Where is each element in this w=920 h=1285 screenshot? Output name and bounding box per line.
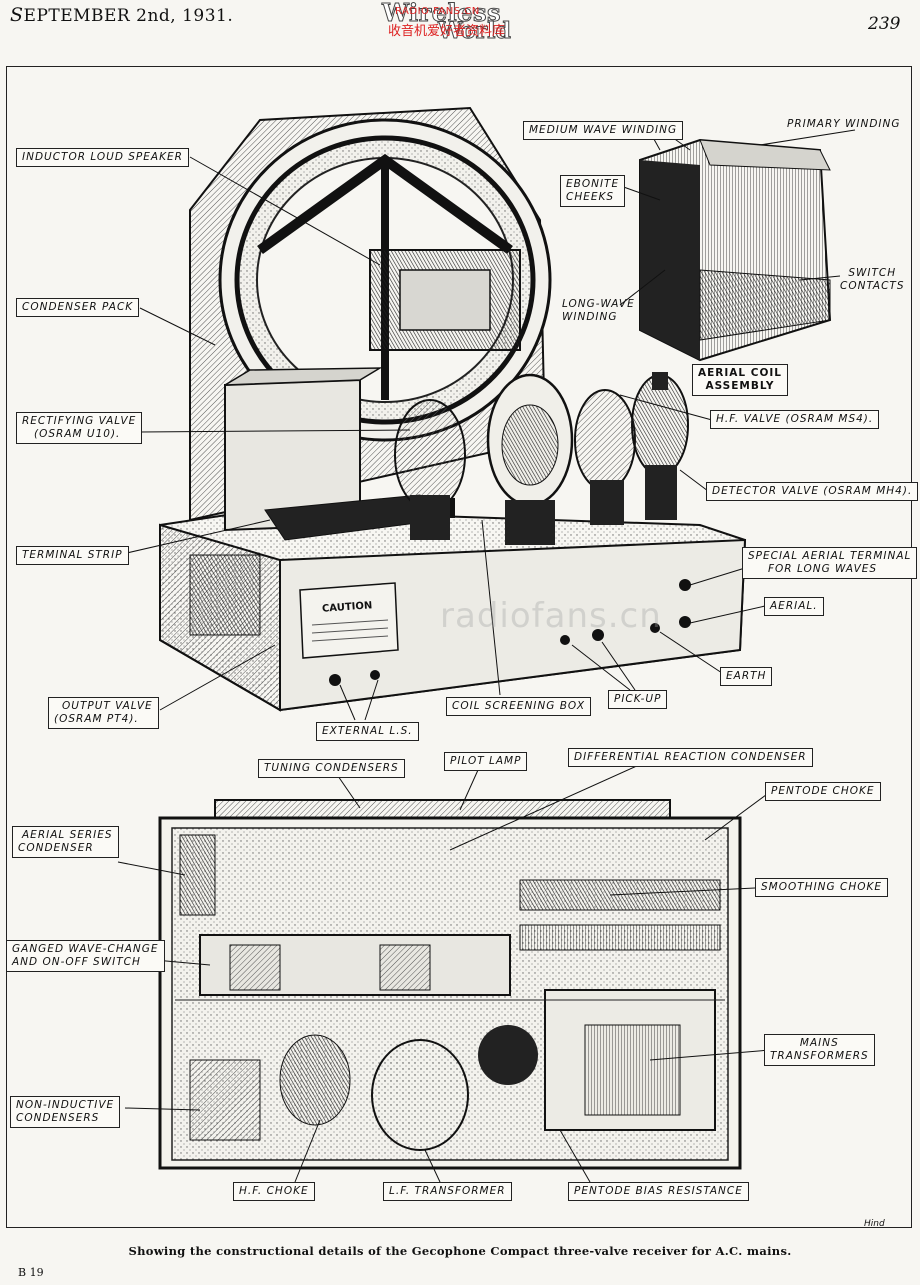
label-terminal-strip: TERMINAL STRIP (16, 546, 129, 565)
label-output-valve-line1: OUTPUT VALVE (62, 700, 153, 712)
leader-lines-top (117, 129, 856, 721)
label-earth: EARTH (720, 667, 773, 686)
caution-plate (299, 582, 399, 659)
label-ganged-switch: GANGED WAVE-CHANGE AND ON-OFF SWITCH (6, 940, 165, 972)
watermark-top: RADIO FANS.CN (395, 6, 480, 17)
label-rectifying-valve: RECTIFYING VALVE (OSRAM U10). (16, 412, 143, 444)
label-ebonite-line2: CHEEKS (566, 191, 615, 203)
label-switch-line2: CONTACTS (840, 280, 905, 292)
chassis-underside (158, 799, 742, 1170)
label-switch-line1: SWITCH (848, 267, 897, 279)
label-aerial-coil-assembly: AERIAL COIL ASSEMBLY (692, 364, 788, 396)
chassis-terminals (329, 579, 691, 686)
label-aerial-coil-line2: ASSEMBLY (705, 380, 775, 392)
label-special-aerial-line2: FOR LONG WAVES (768, 563, 878, 575)
label-special-aerial-terminal: SPECIAL AERIAL TERMINAL FOR LONG WAVES (742, 547, 918, 579)
watermark-top-cn: 收音机爱好者资料库 (388, 24, 506, 39)
page-number: 239 (868, 14, 901, 34)
label-special-aerial-line1: SPECIAL AERIAL TERMINAL (748, 550, 912, 562)
valves (394, 372, 689, 545)
footer-reference: B 19 (18, 1266, 44, 1279)
label-hf-valve: H.F. VALVE (OSRAM MS4). (710, 410, 880, 429)
label-pentode-choke: PENTODE CHOKE (765, 782, 881, 801)
label-aerial: AERIAL. (764, 597, 824, 616)
header-date: SEPTEMBER 2nd, 1931. (10, 4, 233, 26)
label-detector-valve: DETECTOR VALVE (OSRAM MH4). (706, 482, 919, 501)
label-tuning-condensers: TUNING CONDENSERS (258, 759, 405, 778)
label-smoothing-choke: SMOOTHING CHOKE (755, 878, 888, 897)
label-mains-transformers: MAINS TRANSFORMERS (764, 1034, 875, 1066)
figure-caption: Showing the constructional details of th… (128, 1244, 792, 1258)
label-long-wave-winding: LONG-WAVE WINDING (560, 298, 637, 324)
label-non-inductive-condensers: NON-INDUCTIVE CONDENSERS (10, 1096, 121, 1128)
illustration-frame (6, 66, 912, 1228)
label-ebonite-line1: EBONITE (566, 178, 620, 190)
label-ganged-line2: AND ON-OFF SWITCH (12, 956, 141, 968)
label-non-inductive-line1: NON-INDUCTIVE (16, 1099, 115, 1111)
label-pick-up: PICK-UP (608, 690, 668, 709)
label-output-valve-line2: (OSRAM PT4). (54, 713, 139, 725)
label-long-wave-line2: WINDING (562, 311, 618, 323)
label-hf-choke: H.F. CHOKE (233, 1182, 315, 1201)
label-lf-transformer: L.F. TRANSFORMER (383, 1182, 512, 1201)
label-coil-screening-box: COIL SCREENING BOX (446, 697, 592, 716)
leader-lines-bottom (117, 759, 771, 1183)
label-aerial-series-line1: AERIAL SERIES (22, 829, 113, 841)
label-long-wave-line1: LONG-WAVE (562, 298, 635, 310)
label-differential-reaction: DIFFERENTIAL REACTION CONDENSER (568, 748, 813, 767)
label-pilot-lamp: PILOT LAMP (444, 752, 528, 771)
label-rectifying-valve-line1: RECTIFYING VALVE (22, 415, 137, 427)
label-primary-winding: PRIMARY WINDING (787, 118, 901, 130)
label-mains-line1: MAINS (799, 1037, 839, 1049)
label-rectifying-valve-line2: (OSRAM U10). (34, 428, 121, 440)
aerial-coil-inset (639, 138, 832, 362)
label-aerial-series-line2: CONDENSER (18, 842, 94, 854)
chassis-body (159, 508, 747, 712)
label-mains-line2: TRANSFORMERS (770, 1050, 869, 1062)
label-switch-contacts: SWITCH CONTACTS (838, 267, 907, 293)
masthead-line2: World (438, 18, 512, 45)
watermark-center: radiofans.cn (440, 596, 662, 636)
label-inductor-speaker: INDUCTOR LOUD SPEAKER (16, 148, 189, 167)
artist-signature: Hind (864, 1219, 885, 1229)
label-external-ls: EXTERNAL L.S. (316, 722, 419, 741)
label-non-inductive-line2: CONDENSERS (16, 1112, 100, 1124)
label-ganged-line1: GANGED WAVE-CHANGE (12, 943, 159, 955)
label-aerial-series-condenser: AERIAL SERIES CONDENSER (12, 826, 119, 858)
label-medium-wave-winding: MEDIUM WAVE WINDING (523, 121, 684, 140)
date-rest: EPTEMBER 2nd, 1931. (23, 6, 234, 26)
label-output-valve: OUTPUT VALVE (OSRAM PT4). (48, 697, 159, 729)
date-initial: S (10, 4, 24, 26)
label-condenser-pack: CONDENSER PACK (16, 298, 140, 317)
label-pentode-bias-resistance: PENTODE BIAS RESISTANCE (568, 1182, 749, 1201)
label-ebonite-cheeks: EBONITE CHEEKS (560, 175, 626, 207)
masthead-line1: Wireless (382, 0, 501, 28)
label-aerial-coil-line1: AERIAL COIL (698, 367, 782, 379)
masthead-logo: Wireless World (378, 0, 518, 45)
